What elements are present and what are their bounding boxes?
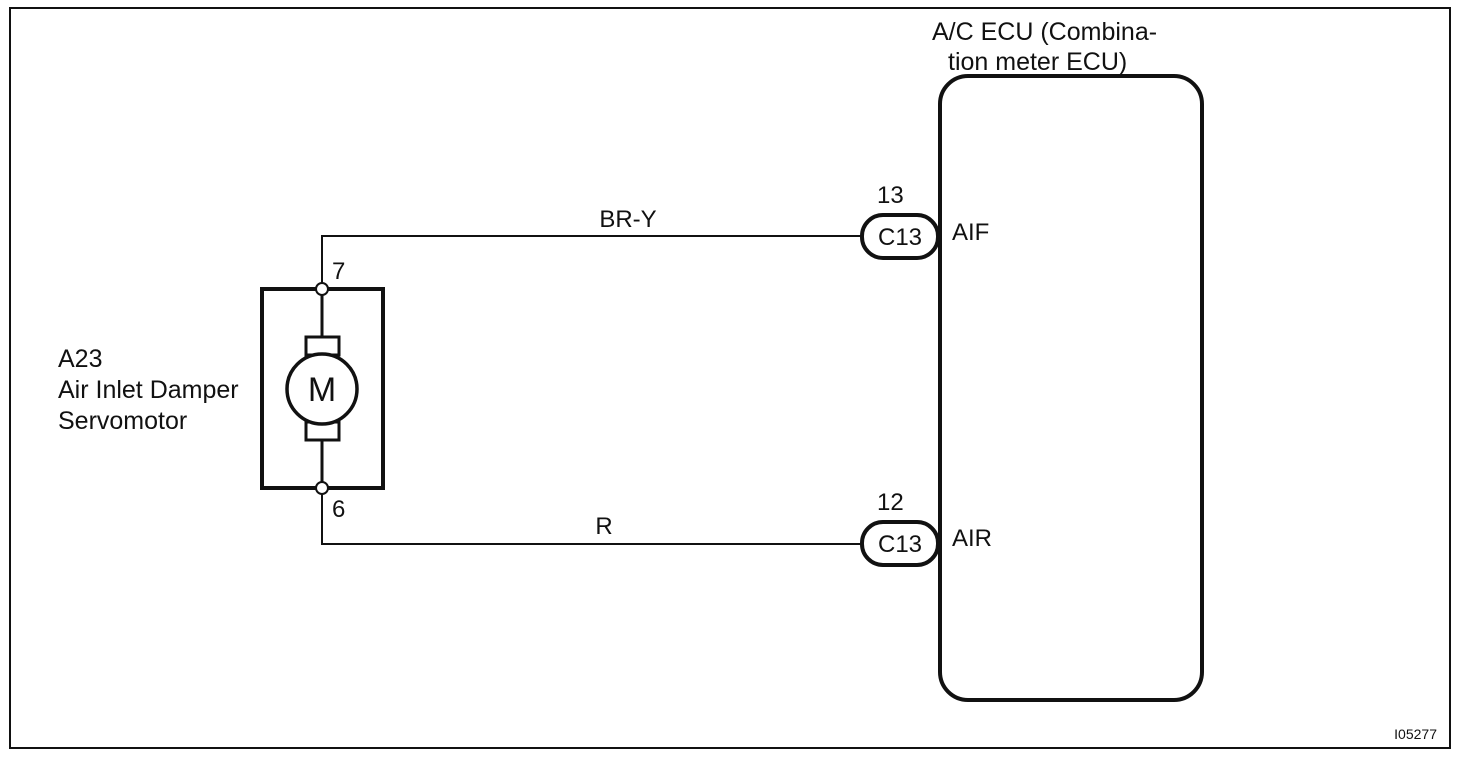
motor-name-line1: Air Inlet Damper [58, 376, 239, 404]
connector-top-pin: 13 [877, 182, 904, 209]
connector-bottom-code: C13 [878, 531, 922, 558]
wire-br-y [321, 235, 862, 283]
pin-7-label: 7 [332, 258, 345, 285]
ecu-title-line1: A/C ECU (Combina- [932, 18, 1157, 46]
terminal-air: AIR [952, 525, 992, 552]
terminal-7 [315, 282, 329, 296]
motor-icon [285, 352, 359, 426]
pin-6-label: 6 [332, 496, 345, 523]
figure-id: I05277 [1394, 726, 1437, 742]
motor-symbol: M [308, 371, 336, 409]
motor-name-line2: Servomotor [58, 407, 187, 435]
motor-code: A23 [58, 345, 102, 373]
connector-bottom [860, 520, 940, 567]
connector-top [860, 213, 940, 260]
wire-top-color: BR-Y [599, 206, 656, 233]
connector-bottom-pin: 12 [877, 489, 904, 516]
wire-r [321, 494, 862, 545]
diagram-frame [9, 7, 1451, 749]
ecu-box [938, 74, 1204, 702]
connector-top-code: C13 [878, 224, 922, 251]
terminal-aif: AIF [952, 219, 989, 246]
ecu-title-line2: tion meter ECU) [948, 48, 1127, 76]
wire-bottom-color: R [595, 513, 612, 540]
terminal-6 [315, 481, 329, 495]
